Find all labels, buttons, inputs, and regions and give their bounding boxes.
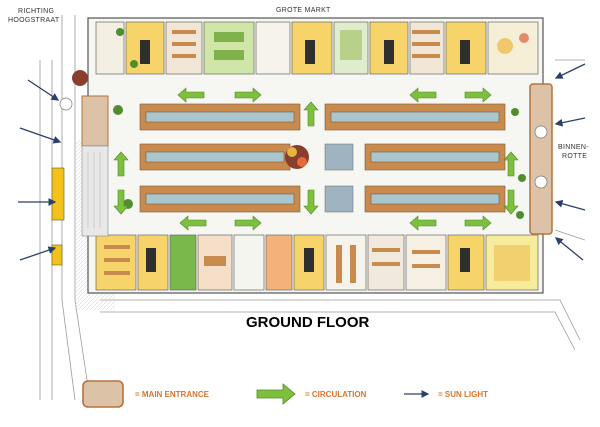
top-furniture bbox=[172, 30, 529, 60]
central-kiosks bbox=[324, 143, 354, 213]
bottom-stairs bbox=[146, 248, 470, 272]
top-stairs bbox=[140, 40, 470, 64]
top-units bbox=[95, 21, 539, 75]
legend-entrance-swatch bbox=[82, 380, 124, 408]
plan-title: GROUND FLOOR bbox=[246, 314, 370, 331]
label-rotte: ROTTE bbox=[562, 153, 588, 160]
circulation-arrows bbox=[113, 87, 519, 231]
legend-main-entrance: = MAIN ENTRANCE bbox=[135, 390, 210, 399]
label-grote-markt: GROTE MARKT bbox=[276, 7, 331, 14]
label-richting: RICHTING bbox=[18, 8, 55, 15]
legend-circulation-arrow bbox=[256, 383, 296, 405]
main-entrance-right bbox=[529, 83, 553, 235]
legend-sun-light: = SUN LIGHT bbox=[438, 390, 489, 399]
left-entrance bbox=[81, 95, 109, 237]
delivery-truck bbox=[51, 167, 65, 266]
market-stall-rows bbox=[139, 103, 506, 213]
site-outline bbox=[39, 15, 586, 401]
label-hoogstraat: HOOGSTRAAT bbox=[8, 17, 60, 24]
legend-symbols bbox=[82, 380, 430, 408]
bottom-furniture bbox=[104, 245, 530, 283]
greenery bbox=[72, 28, 526, 219]
bottom-units bbox=[95, 234, 539, 291]
legend-circulation: = CIRCULATION bbox=[305, 390, 367, 399]
entrance-revolving-doors bbox=[59, 97, 548, 189]
sun-light-arrows bbox=[18, 63, 586, 261]
label-binnen: BINNEN- bbox=[558, 144, 589, 151]
